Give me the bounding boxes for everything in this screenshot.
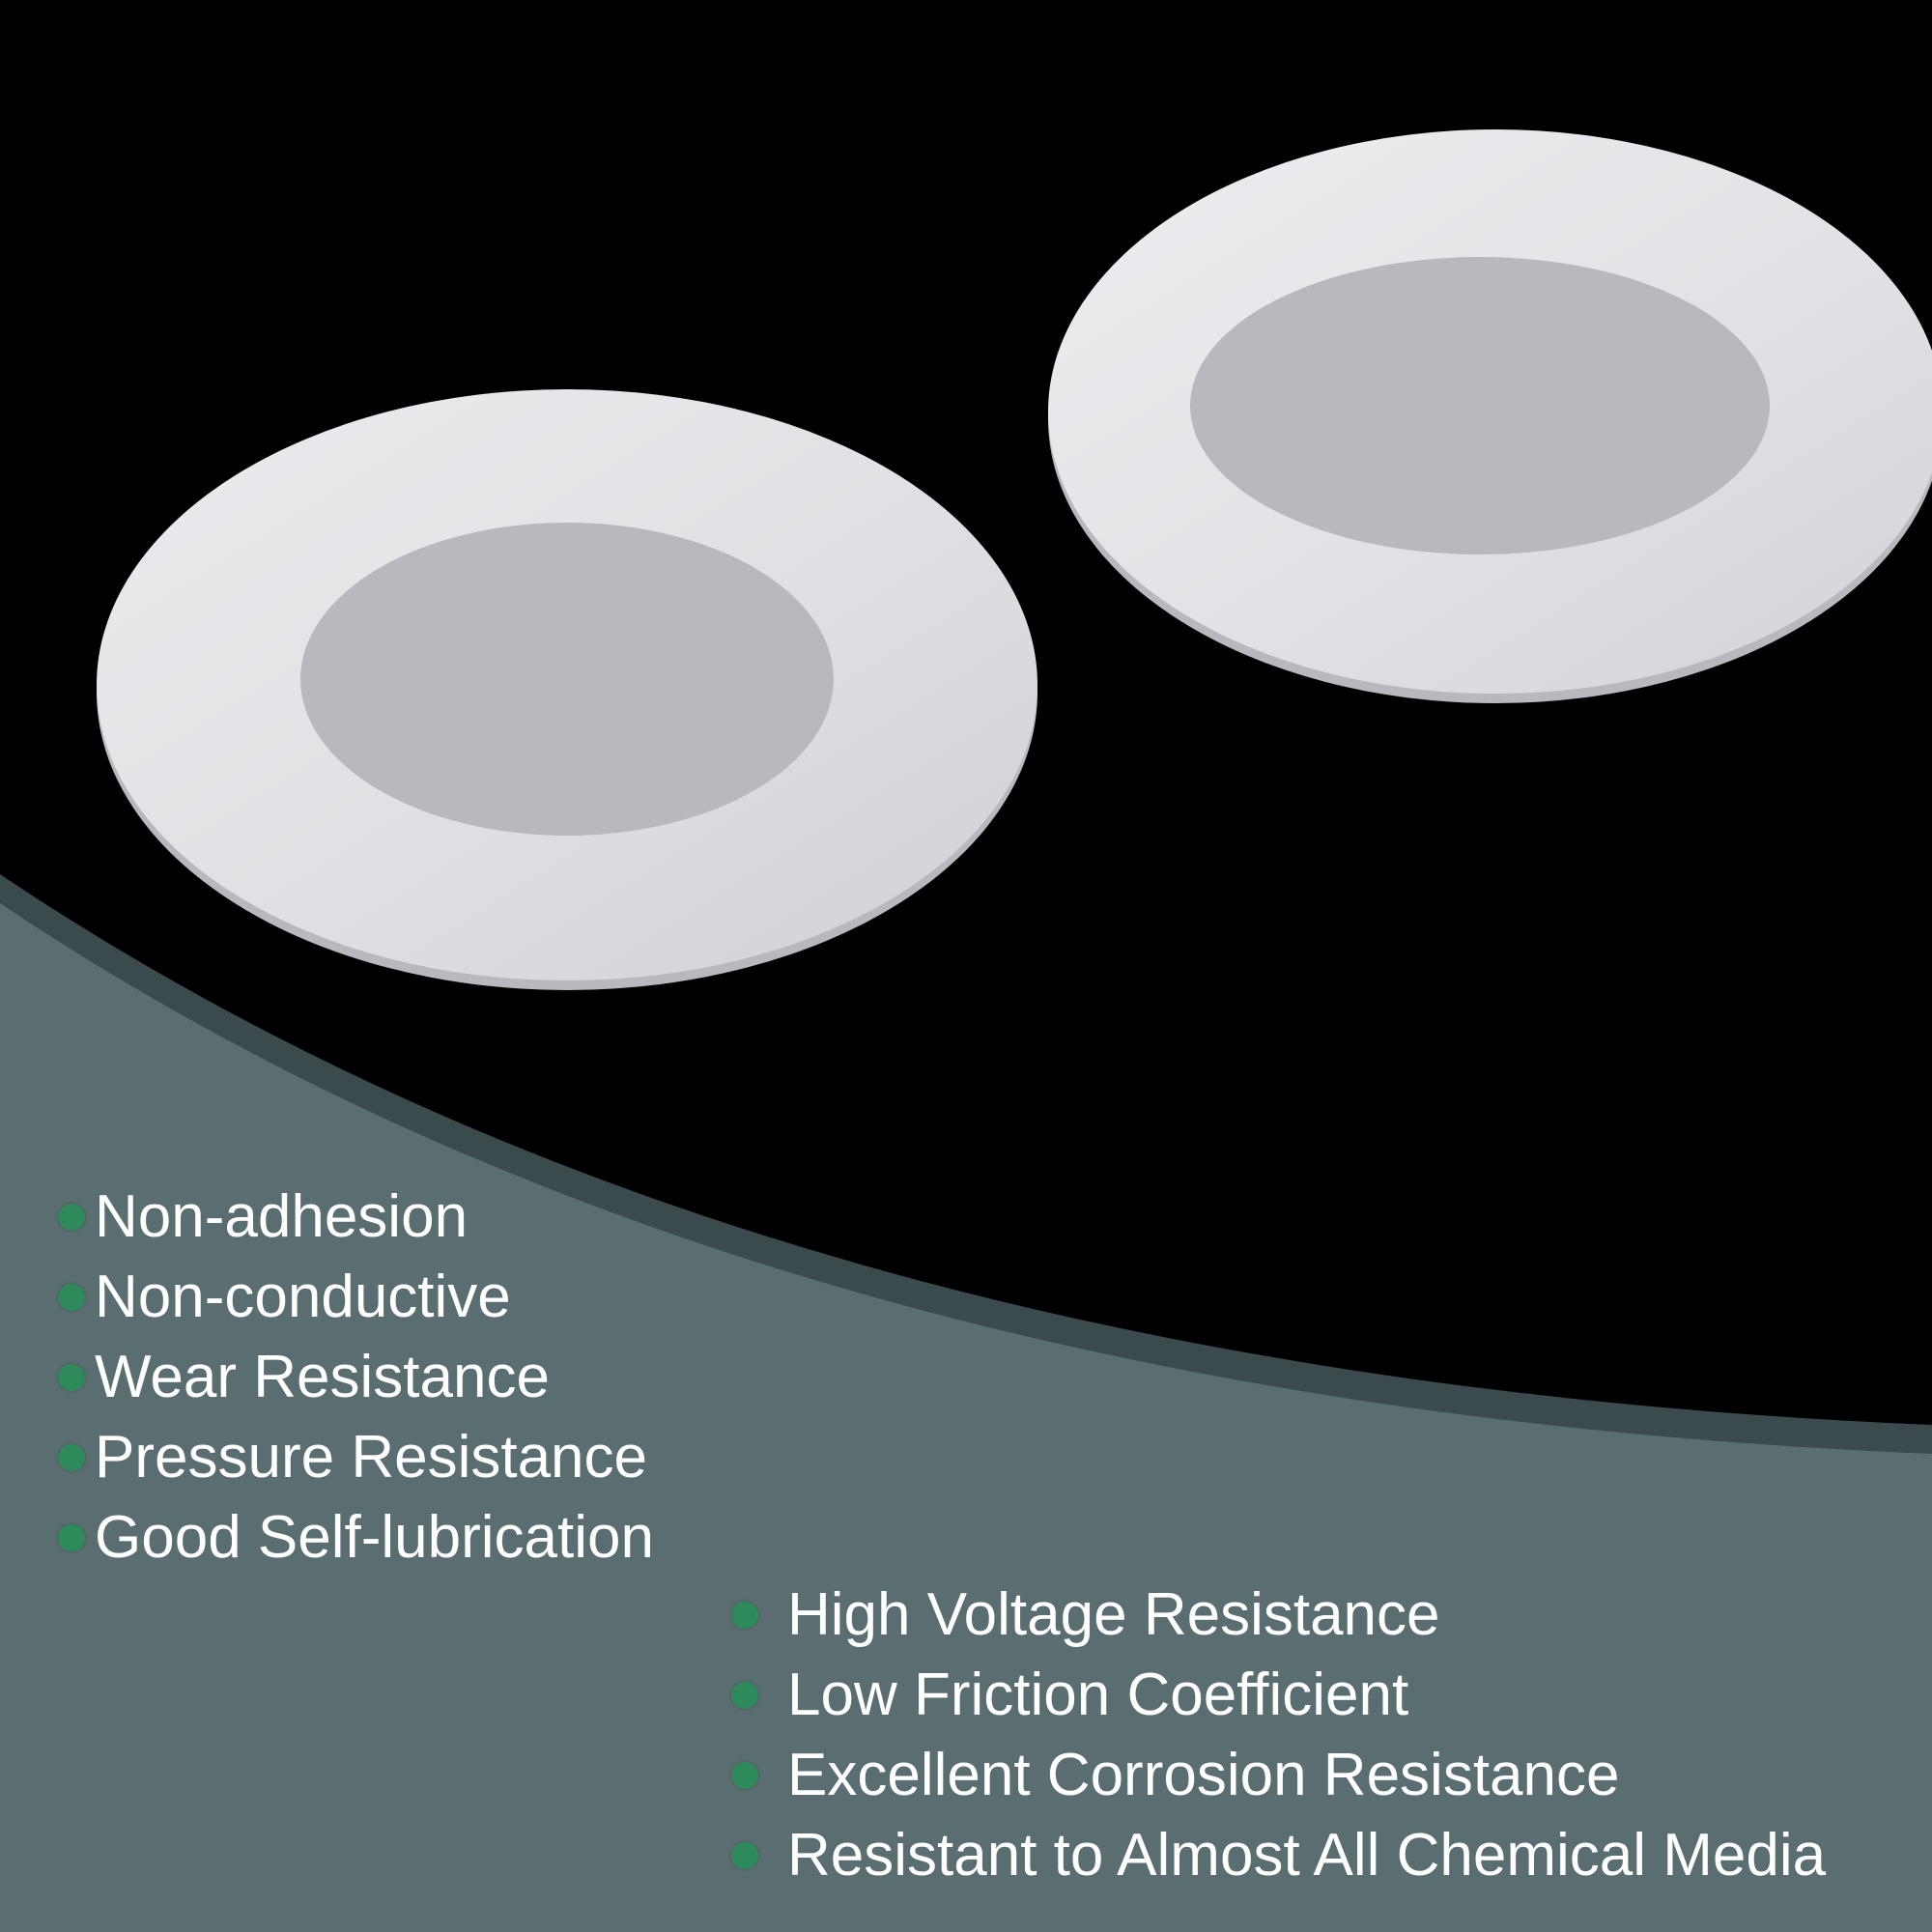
- green-dot-icon: [58, 1523, 85, 1551]
- washer-left: [97, 389, 1037, 990]
- feature-label: Non-conductive: [95, 1264, 511, 1330]
- feature-item: Low Friction Coefficient: [731, 1655, 1826, 1735]
- info-panel: [0, 903, 1932, 1932]
- feature-label: Pressure Resistance: [95, 1424, 648, 1491]
- feature-item: Excellent Corrosion Resistance: [731, 1735, 1826, 1815]
- feature-item: Good Self-lubrication: [58, 1497, 654, 1577]
- green-dot-icon: [731, 1681, 758, 1709]
- green-dot-icon: [731, 1841, 758, 1869]
- green-dot-icon: [58, 1443, 85, 1471]
- feature-list-left: Non-adhesion Non-conductive Wear Resista…: [58, 1177, 654, 1577]
- feature-label: Resistant to Almost All Chemical Media: [787, 1822, 1827, 1889]
- feature-item: Pressure Resistance: [58, 1417, 654, 1497]
- feature-item: Non-conductive: [58, 1257, 654, 1337]
- feature-item: Resistant to Almost All Chemical Media: [731, 1815, 1826, 1895]
- feature-item: Wear Resistance: [58, 1337, 654, 1417]
- green-dot-icon: [731, 1761, 758, 1789]
- feature-label: Low Friction Coefficient: [787, 1662, 1409, 1728]
- green-dot-icon: [58, 1203, 85, 1231]
- green-dot-icon: [58, 1363, 85, 1391]
- feature-label: High Voltage Resistance: [787, 1581, 1440, 1648]
- feature-item: Non-adhesion: [58, 1177, 654, 1257]
- feature-label: Wear Resistance: [95, 1344, 550, 1410]
- feature-list-right: High Voltage Resistance Low Friction Coe…: [731, 1575, 1826, 1895]
- feature-label: Excellent Corrosion Resistance: [787, 1742, 1620, 1808]
- feature-item: High Voltage Resistance: [731, 1575, 1826, 1655]
- washer-right: [1048, 129, 1932, 703]
- feature-label: Non-adhesion: [95, 1183, 469, 1250]
- green-dot-icon: [731, 1601, 758, 1629]
- feature-label: Good Self-lubrication: [95, 1504, 654, 1571]
- green-dot-icon: [58, 1283, 85, 1311]
